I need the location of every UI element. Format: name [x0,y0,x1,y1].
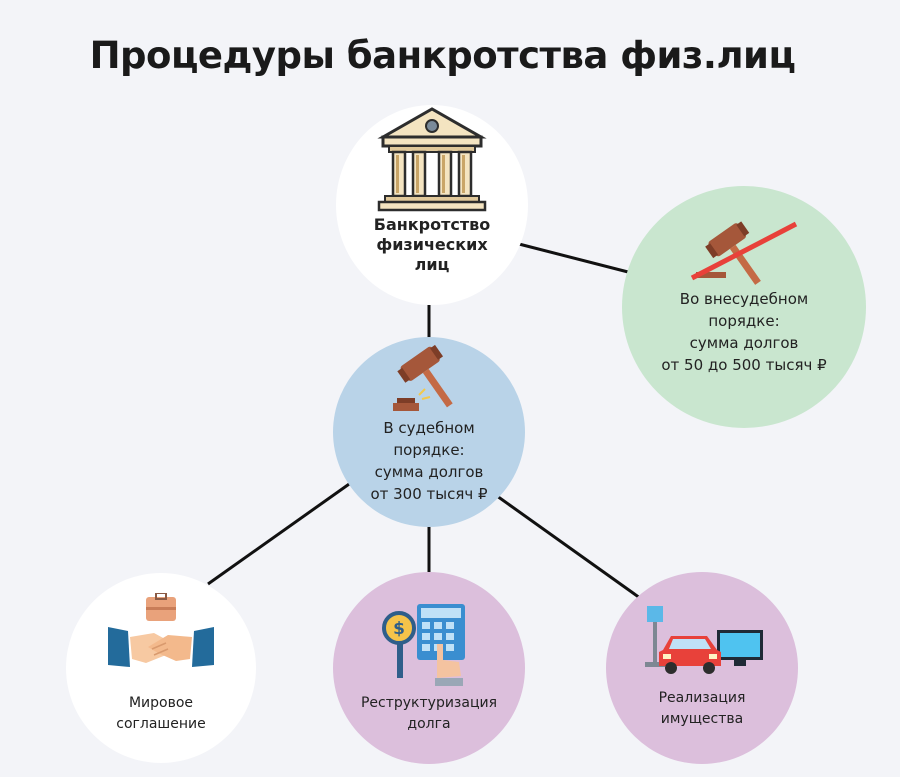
node-sale: Реализация имущества [606,572,798,764]
node-settlement-label: Мировое соглашение [116,695,206,732]
node-sale-label: Реализация имущества [658,690,746,727]
node-root: Банкротство физических лиц [336,105,528,305]
connector-root-outofcourt [514,241,633,275]
car-monitor-icon [645,606,763,674]
calculator-icon: $ [382,604,465,686]
connector-court-sale [496,494,641,600]
node-out-of-court: Во внесудебном порядке: сумма долгов от … [622,186,866,428]
node-court: В судебном порядке: сумма долгов от 300 … [333,337,525,527]
node-court-label: В судебном порядке: сумма долгов от 300 … [370,419,488,503]
node-restructuring-label: Реструктуризация долга [360,695,498,732]
connector-court-settlement [207,480,353,586]
node-restructuring: $ Реструктуризация долга [333,572,525,764]
node-out-of-court-label: Во внесудебном порядке: сумма долгов от … [661,290,827,374]
svg-text:$: $ [393,619,405,639]
node-root-label: Банкротство физических лиц [373,215,491,274]
handshake-icon [108,593,214,667]
crossed-gavel-icon [690,221,798,285]
courthouse-icon [377,107,487,212]
diagram-title: Процедуры банкротства физ.лиц [89,34,796,77]
gavel-icon [393,344,453,411]
node-settlement: Мировое соглашение [66,573,256,763]
